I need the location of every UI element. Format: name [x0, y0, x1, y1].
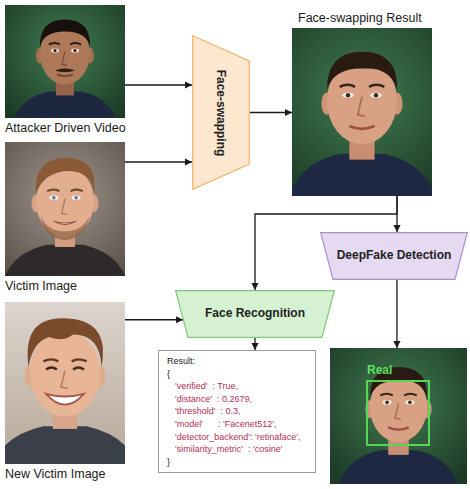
verdict-label: Real — [367, 363, 392, 377]
video-frame: Attacker Driven Video — [5, 5, 125, 118]
new-victim-image: New Victim Image — [5, 302, 125, 464]
face-swapping-module: Face-swapping — [192, 35, 250, 190]
recognition-module: Face Recognition — [175, 290, 335, 338]
result-line: 'model' : 'Facenet512', — [167, 418, 307, 431]
arrow-connector — [393, 280, 400, 348]
trapezoid-shape — [321, 233, 468, 280]
image-caption: Face-swapping Result — [298, 11, 422, 25]
connector-line — [396, 280, 397, 348]
swap-result-photo — [278, 28, 446, 196]
image-caption: New Victim Image — [5, 467, 106, 481]
arrowhead — [185, 158, 192, 165]
arrow-connector — [125, 316, 183, 323]
arrow-connector — [125, 158, 192, 165]
result-line: 'distance' : 0.2679, — [167, 393, 307, 406]
image-caption: Attacker Driven Video — [5, 121, 126, 135]
new-victim-photo — [0, 302, 146, 464]
arrow-connector — [251, 338, 258, 350]
connector-line — [125, 319, 183, 320]
detection-image: Real — [330, 348, 467, 484]
trapezoid-shape — [193, 36, 250, 190]
connector-line — [125, 161, 192, 162]
arrowhead — [176, 316, 183, 323]
detection-box — [367, 381, 429, 445]
arrowhead — [251, 343, 258, 350]
result-line: { — [167, 368, 307, 381]
detection-photo — [330, 348, 467, 485]
result-line: } — [167, 456, 307, 469]
image-caption: Victim Image — [5, 279, 77, 293]
result-line: Result: — [167, 355, 307, 368]
victim-photo — [0, 142, 132, 276]
arrowhead — [393, 341, 400, 348]
detector-module: DeepFake Detection — [320, 232, 468, 280]
arrowhead — [185, 81, 192, 88]
victim-image: Victim Image — [5, 142, 125, 276]
result-line: 'detector_backend': 'retinaface', — [167, 431, 307, 444]
arrowhead — [393, 225, 400, 232]
result-image: Face-swapping Result — [292, 28, 432, 196]
arrowhead — [251, 283, 258, 290]
module-label: Face-swapping — [214, 69, 228, 156]
result-line: 'threshold' : 0.3, — [167, 405, 307, 418]
arrow-connector — [250, 109, 292, 116]
module-label: Face Recognition — [205, 306, 305, 320]
trapezoid-shape — [176, 291, 335, 338]
result-line: 'similarity_metric' : 'cosine' — [167, 443, 307, 456]
arrowhead — [285, 109, 292, 116]
module-label: DeepFake Detection — [337, 248, 452, 262]
result-box: Result:{'verified' : True,'distance' : 0… — [158, 350, 316, 473]
connector-line — [125, 84, 192, 85]
result-line: 'verified' : True, — [167, 380, 307, 393]
arrow-connector — [125, 81, 192, 88]
attacker-photo — [5, 2, 125, 122]
